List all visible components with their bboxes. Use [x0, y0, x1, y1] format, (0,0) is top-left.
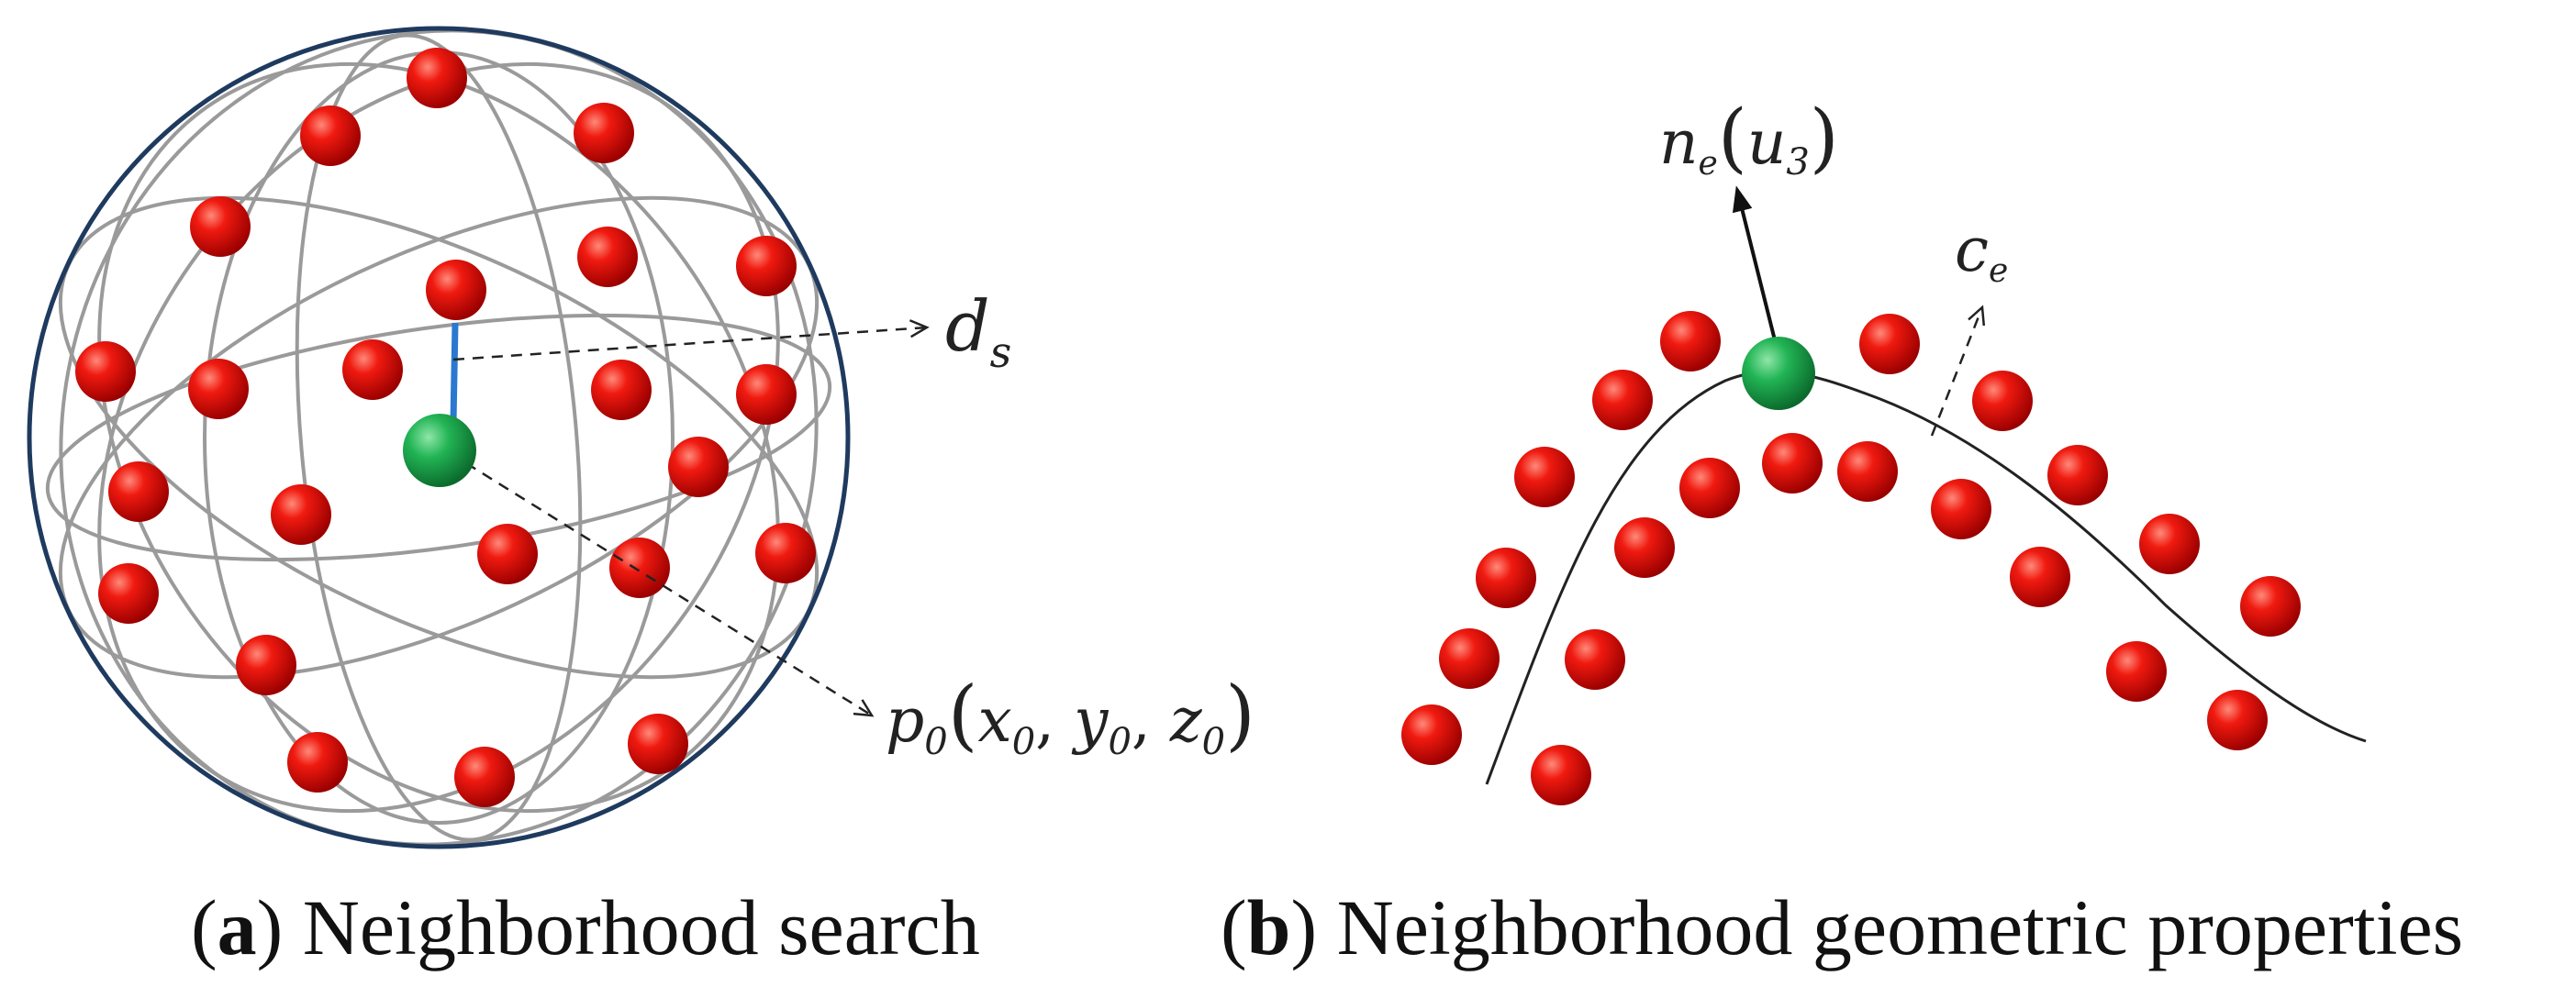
neighbor-point — [591, 360, 652, 420]
neighbor-point — [477, 524, 538, 584]
curvature-arrow — [1930, 305, 1986, 437]
neighbor-point — [342, 339, 403, 400]
neighbor-point — [736, 236, 797, 296]
surface-point — [2240, 576, 2301, 637]
ds-label: ds — [945, 285, 1011, 377]
surface-point — [1859, 314, 1920, 374]
neighbor-point — [271, 484, 331, 545]
neighbor-point — [426, 260, 486, 320]
normal-vector-arrow — [1732, 185, 1778, 345]
surface-curve — [1485, 370, 2367, 785]
neighbor-point — [609, 538, 670, 598]
surface-point — [1679, 458, 1740, 518]
surface-point — [1762, 433, 1823, 493]
neighbor-point — [75, 341, 136, 402]
surface-point — [1614, 517, 1675, 578]
neighbor-point — [300, 105, 361, 166]
surface-point — [2106, 641, 2167, 702]
query-point-center — [403, 414, 476, 487]
surface-point — [2047, 445, 2108, 505]
surface-points — [1401, 311, 2301, 805]
neighbor-point — [108, 461, 169, 522]
query-point-surface — [1742, 337, 1815, 410]
surface-point — [1592, 370, 1653, 430]
caption-b: (b) Neighborhood geometric properties — [1221, 883, 2463, 971]
surface-point — [1514, 447, 1575, 507]
neighbor-point — [190, 196, 251, 257]
surface-point — [1476, 548, 1536, 608]
search-radius-line — [450, 322, 459, 423]
curvature-label: ce — [1955, 215, 2008, 290]
neighbor-point — [736, 364, 797, 425]
neighbor-point — [287, 732, 348, 793]
neighbor-point — [236, 635, 296, 695]
neighbor-points — [75, 48, 816, 807]
neighbor-point — [574, 103, 634, 163]
surface-point — [1931, 479, 1991, 539]
surface-point — [2207, 690, 2268, 750]
p0-label: p0(x0, y0, z0) — [886, 670, 1255, 763]
surface-point — [1972, 371, 2033, 431]
caption-a: (a) Neighborhood search — [191, 883, 980, 971]
neighbor-point — [188, 359, 249, 419]
panel-b-geometric-properties: ne(u3) ce (b) Neighborhood geometric pro… — [1221, 94, 2463, 971]
neighborhood-sphere — [27, 26, 851, 849]
neighbor-point — [407, 48, 467, 108]
neighbor-point — [755, 523, 816, 583]
surface-point — [1565, 629, 1625, 690]
neighbor-point — [577, 227, 638, 287]
ds-pointer-arrow — [452, 319, 930, 361]
normal-label: ne(u3) — [1659, 94, 1839, 183]
p0-pointer-arrow — [465, 461, 875, 717]
surface-point — [2010, 547, 2070, 607]
neighbor-point — [98, 563, 159, 624]
panel-a-neighborhood-search: ds p0(x0, y0, z0) (a) Neighborhood searc… — [27, 26, 1255, 971]
neighbor-point — [668, 437, 729, 497]
surface-point — [1660, 311, 1721, 371]
surface-point — [1837, 441, 1898, 502]
neighbor-point — [628, 714, 688, 774]
surface-point — [1401, 704, 1462, 765]
surface-point — [2139, 514, 2200, 574]
neighbor-point — [454, 747, 515, 807]
surface-point — [1439, 628, 1500, 689]
surface-point — [1531, 745, 1591, 805]
